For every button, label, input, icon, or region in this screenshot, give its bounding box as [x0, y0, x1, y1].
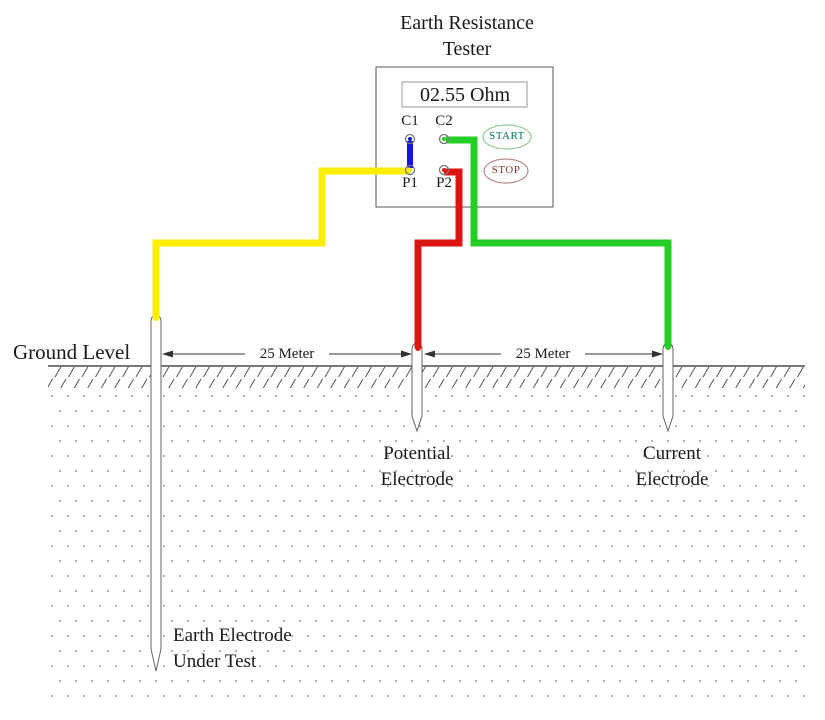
wire-end-yellow: [153, 315, 159, 321]
wire-end-red: [415, 345, 421, 351]
dimension-label-left: 25 Meter: [245, 345, 329, 363]
label-line2: Electrode: [635, 469, 709, 490]
current-electrode-rod: [662, 342, 674, 433]
wire-end-green: [665, 344, 671, 350]
arrow-right-icon: [401, 350, 412, 358]
terminal-ring: [404, 133, 416, 145]
terminal-label-p2: P2: [436, 175, 452, 191]
terminal-label-p1: P1: [402, 175, 418, 191]
label-line1: Current: [642, 443, 702, 464]
arrow-left-icon: [424, 350, 435, 358]
label-line2: Electrode: [380, 469, 454, 490]
terminal-dot: [408, 137, 412, 141]
stop-button[interactable]: [483, 158, 529, 184]
label-line2: Under Test: [173, 651, 257, 672]
stop-button-label[interactable]: STOP: [491, 164, 521, 176]
label-line1: Earth Electrode: [173, 625, 292, 646]
title-line2: Tester: [442, 38, 492, 60]
start-button[interactable]: [482, 124, 532, 150]
wire-green-c2-to-current-electrode: [446, 136, 672, 347]
title-line1: Earth Resistance: [400, 12, 534, 34]
terminal-c1[interactable]: [404, 133, 416, 145]
terminal-ring: [404, 164, 416, 176]
terminal-dot: [442, 168, 446, 172]
terminal-p2[interactable]: [438, 164, 450, 176]
terminal-c2[interactable]: [438, 133, 450, 145]
ground-level-label: Ground Level: [13, 340, 131, 364]
wire-yellow-p1-to-earth-electrode: [152, 167, 410, 318]
arrow-right-icon: [652, 350, 663, 358]
start-button-label[interactable]: START: [489, 130, 525, 142]
resistance-display: [401, 81, 528, 108]
terminal-ring: [438, 133, 450, 145]
soil-dots-texture: [48, 391, 805, 707]
label-line1: Potential: [383, 443, 451, 464]
terminal-ring: [438, 164, 450, 176]
terminal-dot: [442, 137, 446, 141]
terminal-p1[interactable]: [404, 164, 416, 176]
arrow-left-icon: [162, 350, 173, 358]
earth-electrode-rod: [150, 314, 162, 672]
dimension-label-right: 25 Meter: [501, 345, 585, 363]
wire-red-p2-to-potential-electrode: [414, 168, 463, 348]
terminal-label-c1: C1: [401, 113, 419, 129]
terminal-label-c2: C2: [435, 113, 453, 129]
ground-hatching: [48, 367, 805, 388]
resistance-reading: 02.55 Ohm: [420, 84, 510, 106]
terminal-dot: [408, 168, 412, 172]
potential-electrode-rod: [411, 342, 423, 433]
